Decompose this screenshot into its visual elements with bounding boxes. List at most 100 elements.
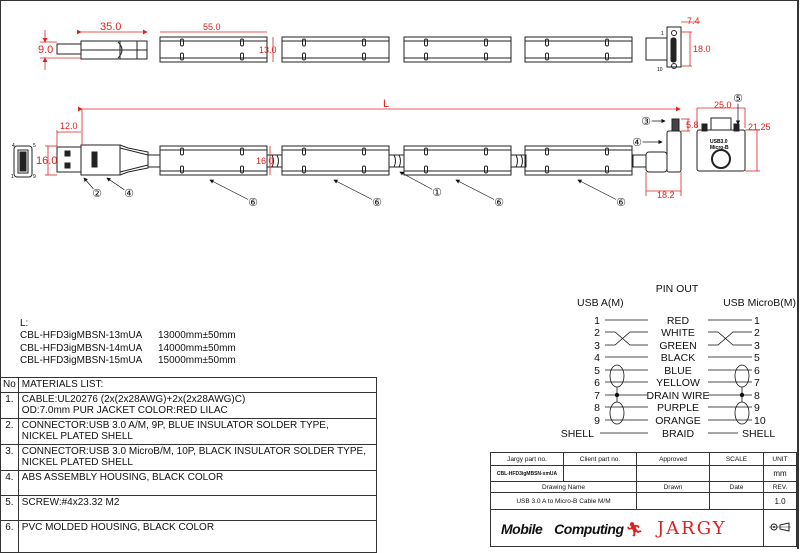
usb-a-pin: 5: [594, 365, 600, 377]
materials-title: MATERIALS LIST:: [17, 377, 378, 393]
dim-microb-front-height: 21.25: [748, 122, 771, 132]
length-value: 14000mm±50mm: [158, 342, 236, 354]
usb-a-pin: 4: [594, 352, 600, 364]
material-row: 1.CABLE:UL20276 (2x(2x28AWG)+2x(2x28AWG)…: [0, 391, 378, 419]
wire-color: RED: [667, 315, 690, 327]
material-line2: OD:7.0mm PUR JACKET COLOR:RED LILAC: [21, 405, 228, 416]
material-line1: CONNECTOR:USB 3.0 MicroB/M, 10P, BLACK I…: [21, 445, 366, 457]
pin-label: 10: [657, 67, 663, 73]
pin-label: 9: [33, 174, 36, 180]
logo-area: Mobile Computing 🏃︎ JARGY: [490, 509, 764, 547]
housing-side-view: [159, 145, 268, 176]
microb-pin: 3: [754, 340, 760, 352]
material-line2: NICKEL PLATED SHELL: [21, 457, 133, 468]
material-line1: CONNECTOR:USB 3.0 A/M, 9P, BLUE INSULATO…: [21, 419, 329, 431]
pinout-row: 8 PURPLE 9: [594, 402, 760, 414]
wire-color: WHITE: [661, 327, 695, 339]
material-row: 3.CONNECTOR:USB 3.0 MicroB/M, 10P, BLACK…: [0, 443, 378, 471]
dim-usb-a-plug-length: 12.0: [60, 121, 78, 131]
material-line1: SCREW:#4x23.32 M2: [21, 496, 120, 508]
material-row: 4.ABS ASSEMBLY HOUSING, BLACK COLOR: [0, 469, 378, 496]
material-description: CABLE:UL20276 (2x(2x28AWG)+2x(2x28AWG)C)…: [17, 391, 378, 419]
drawing-name-label: Drawing Name: [490, 481, 637, 493]
part-number: CBL-HFD3igMBSN-15mUA: [20, 354, 143, 366]
material-description: CONNECTOR:USB 3.0 A/M, 9P, BLUE INSULATO…: [17, 417, 378, 445]
microb-pin: 6: [754, 365, 760, 377]
pinout-left-header: USB A(M): [577, 297, 624, 309]
length-value: 13000mm±50mm: [158, 330, 236, 342]
balloon-number: ⑥: [372, 197, 382, 209]
pin-label: 5: [33, 143, 36, 149]
cable-segment: [266, 154, 283, 168]
material-row: 6.PVC MOLDED HOUSING, BLACK COLOR: [0, 519, 378, 553]
header-scale: SCALE: [709, 452, 764, 466]
usb-a-face-view: [13, 145, 33, 178]
logo-computing: Computing: [554, 520, 624, 537]
microb-pin: 1: [754, 315, 760, 327]
balloon-callout: ⑥: [333, 179, 384, 211]
no-header: No: [0, 377, 19, 393]
usb-a-pin: 7: [594, 390, 600, 402]
title-block: Jargy part no. Client part no. Approved …: [490, 452, 797, 547]
drawn-value: [636, 492, 710, 510]
material-no: 5.: [0, 494, 19, 521]
dim-overall-length: L: [383, 98, 389, 110]
material-line1: ABS ASSEMBLY HOUSING, BLACK COLOR: [21, 471, 224, 483]
cable-drawing: 35.0 9.0 55.0 13.0 7.4 18.0 L 12.0 16.0 …: [11, 16, 771, 211]
usb-a-pin: 8: [594, 402, 600, 414]
balloon-number: ②: [92, 188, 102, 200]
projection-symbol-icon: [763, 509, 797, 547]
balloon-callout: ⑤: [732, 92, 745, 125]
dim-usb-a-height: 9.0: [38, 44, 53, 56]
dim-microb-depth: 18.2: [657, 190, 675, 200]
balloon-number: ③: [641, 116, 651, 128]
dim-microb-front-width: 25.0: [714, 100, 732, 110]
wire-color: BLUE: [664, 365, 691, 377]
wire-color: GREEN: [659, 340, 696, 352]
material-no: 1.: [0, 391, 19, 419]
cable-segment: [388, 154, 405, 168]
pinout-title: PIN OUT: [656, 283, 699, 295]
dim-microb-thickness: 7.4: [687, 16, 700, 26]
microb-pin: 2: [754, 327, 760, 339]
rev-value: 1.0: [763, 492, 797, 510]
material-line1: CABLE:UL20276 (2x(2x28AWG)+2x(2x28AWG)C): [21, 393, 246, 405]
material-description: SCREW:#4x23.32 M2: [17, 494, 378, 521]
material-line2: NICKEL PLATED SHELL: [21, 431, 133, 442]
usb-a-pin: 9: [594, 415, 600, 427]
wire-color: PURPLE: [657, 402, 699, 414]
microb-pin: 8: [754, 390, 760, 402]
unit-value: mm: [763, 465, 797, 482]
microb-side-view: [632, 118, 682, 173]
microb-label: Micro-B: [710, 145, 729, 151]
dim-housing-height-side: 16.0: [256, 156, 274, 166]
material-no: 6.: [0, 519, 19, 553]
pin-label: 1: [661, 31, 664, 37]
usb-a-pin: SHELL: [561, 428, 594, 440]
balloon-number: ④: [124, 188, 134, 200]
microb-pin: SHELL: [742, 428, 775, 440]
microb-pin: 7: [754, 377, 760, 389]
housing-side-view: [403, 145, 512, 176]
scale-value: [709, 465, 764, 482]
microb-pin: 9: [754, 402, 760, 414]
approved-value: [636, 465, 710, 482]
material-no: 3.: [0, 443, 19, 471]
pin-label: 1: [11, 174, 14, 180]
usb-a-top-view: [56, 40, 148, 60]
pinout-row: 1 RED 1: [594, 315, 760, 327]
wire-color: ORANGE: [655, 415, 701, 427]
balloon-callout: ⑥: [455, 179, 506, 211]
balloon-number: ①: [432, 187, 442, 199]
usb-a-pin: 1: [594, 315, 600, 327]
